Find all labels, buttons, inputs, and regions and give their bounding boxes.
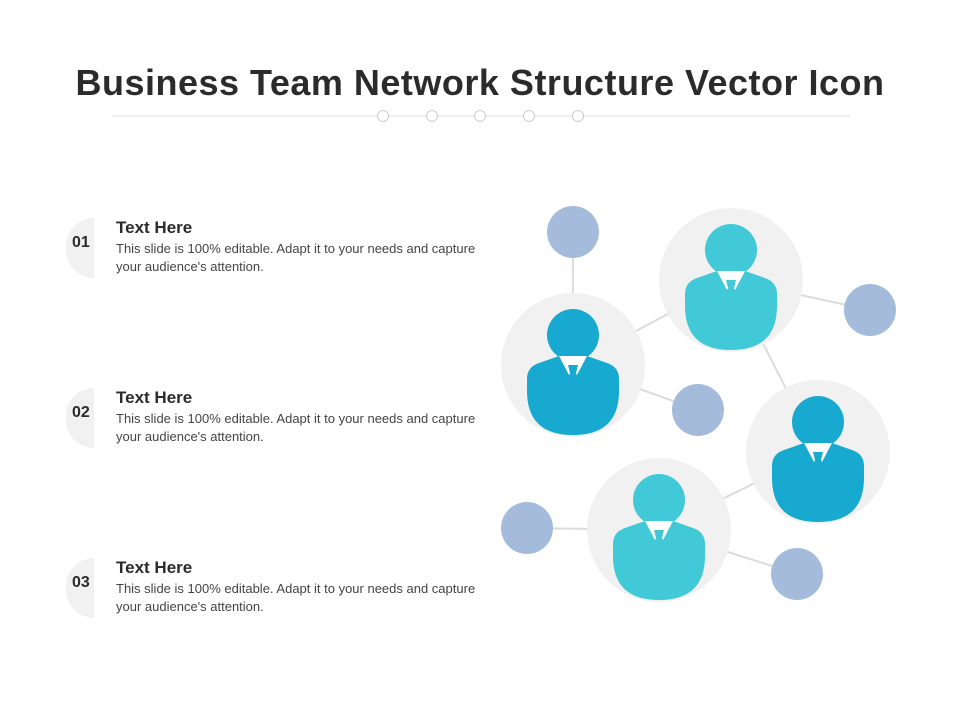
person-icon <box>685 224 777 350</box>
divider-dot <box>523 110 535 122</box>
item-number: 03 <box>72 574 90 591</box>
page-title: Business Team Network Structure Vector I… <box>75 62 885 103</box>
person-icon <box>772 396 864 522</box>
list-item: 03 Text Here This slide is 100% editable… <box>66 558 496 630</box>
list-item: 02 Text Here This slide is 100% editable… <box>66 388 496 460</box>
divider-dot <box>377 110 389 122</box>
number-badge: 01 <box>66 218 94 278</box>
title-divider <box>112 110 850 122</box>
divider-dot <box>426 110 438 122</box>
network-node <box>501 502 553 554</box>
network-node <box>844 284 896 336</box>
item-title: Text Here <box>116 558 193 577</box>
person-icon <box>527 309 619 435</box>
item-title: Text Here <box>116 388 193 407</box>
divider-dot <box>572 110 584 122</box>
item-description: This slide is 100% editable. Adapt it to… <box>116 581 476 614</box>
network-node <box>672 384 724 436</box>
divider-dot <box>474 110 486 122</box>
item-number: 01 <box>72 234 90 251</box>
list-item: 01 Text Here This slide is 100% editable… <box>66 218 496 290</box>
item-number: 02 <box>72 404 90 421</box>
network-node <box>547 206 599 258</box>
item-description: This slide is 100% editable. Adapt it to… <box>116 241 476 274</box>
item-description: This slide is 100% editable. Adapt it to… <box>116 411 476 444</box>
item-title: Text Here <box>116 218 193 237</box>
person-icon <box>613 474 705 600</box>
network-node <box>771 548 823 600</box>
